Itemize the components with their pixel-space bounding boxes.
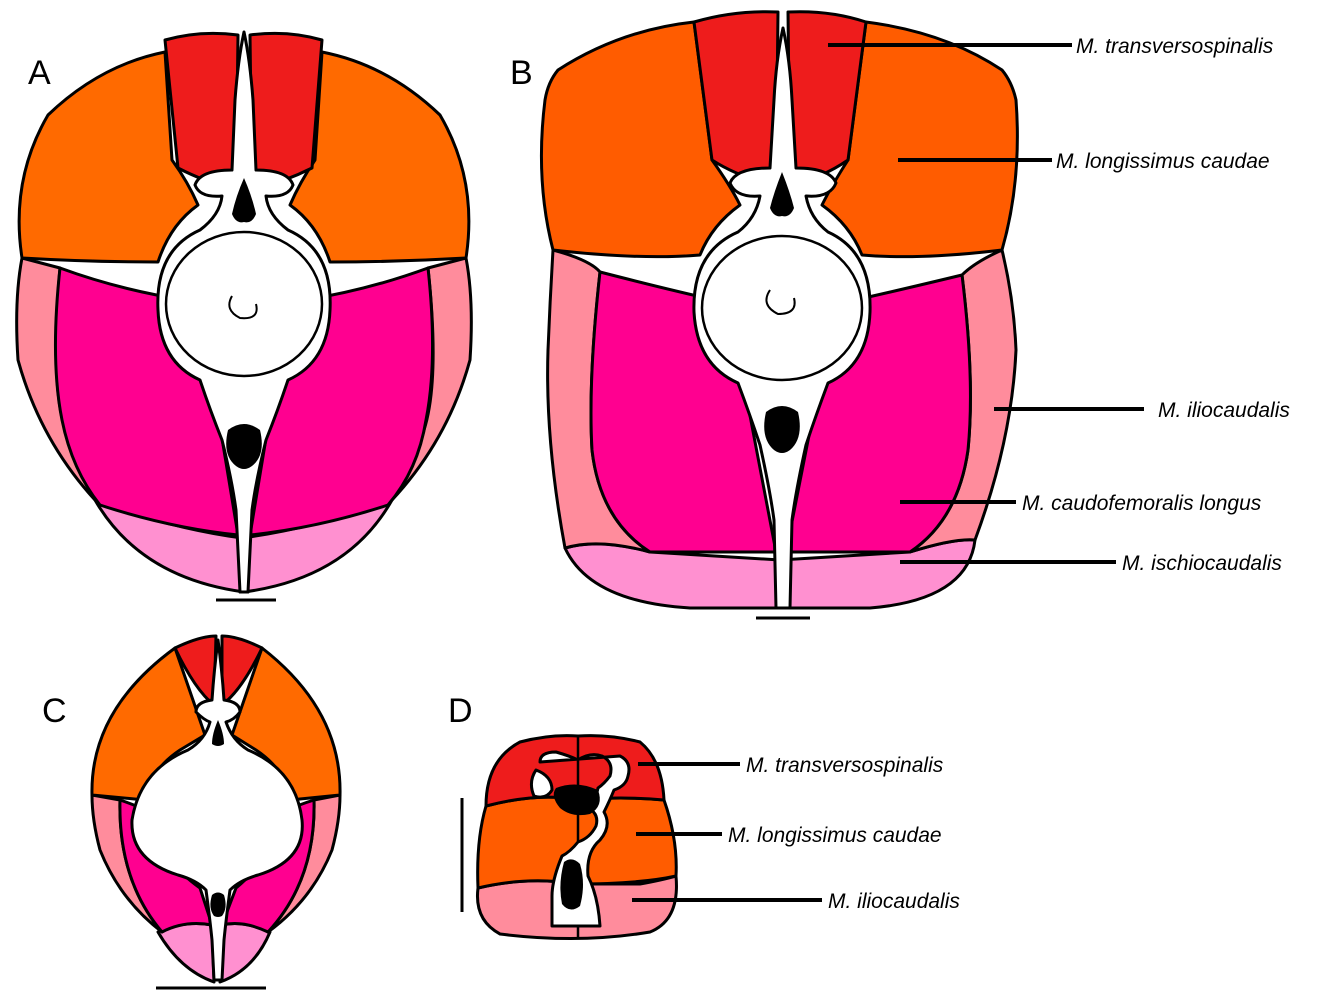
- panel-c: C: [42, 636, 340, 988]
- b-label-iliocaudalis: M. iliocaudalis: [1158, 399, 1290, 422]
- d-label-iliocaudalis: M. iliocaudalis: [828, 890, 960, 913]
- a-transversospinalis-right: [250, 33, 322, 190]
- panel-c-letter: C: [42, 692, 67, 730]
- c-haemal-canal: [210, 893, 225, 918]
- b-label-ischiocaudalis: M. ischiocaudalis: [1122, 552, 1282, 575]
- c-ischiocaudalis-left: [158, 924, 214, 982]
- panel-d-letter: D: [448, 692, 473, 730]
- d-label-longissimus: M. longissimus caudae: [728, 824, 942, 847]
- panel-b-letter: B: [510, 54, 533, 92]
- panel-b: B: [510, 12, 1017, 618]
- panel-a: A: [17, 32, 472, 600]
- b-label-transversospinalis: M. transversospinalis: [1076, 35, 1274, 58]
- b-label-caudofemoralis: M. caudofemoralis longus: [1022, 492, 1262, 515]
- panel-d-labels: M. transversospinalis M. longissimus cau…: [632, 754, 960, 913]
- d-haemal-canal: [560, 859, 583, 909]
- b-label-longissimus: M. longissimus caudae: [1056, 150, 1270, 173]
- d-label-transversospinalis: M. transversospinalis: [746, 754, 944, 777]
- c-ischiocaudalis-right: [220, 924, 270, 982]
- panel-a-letter: A: [28, 54, 51, 92]
